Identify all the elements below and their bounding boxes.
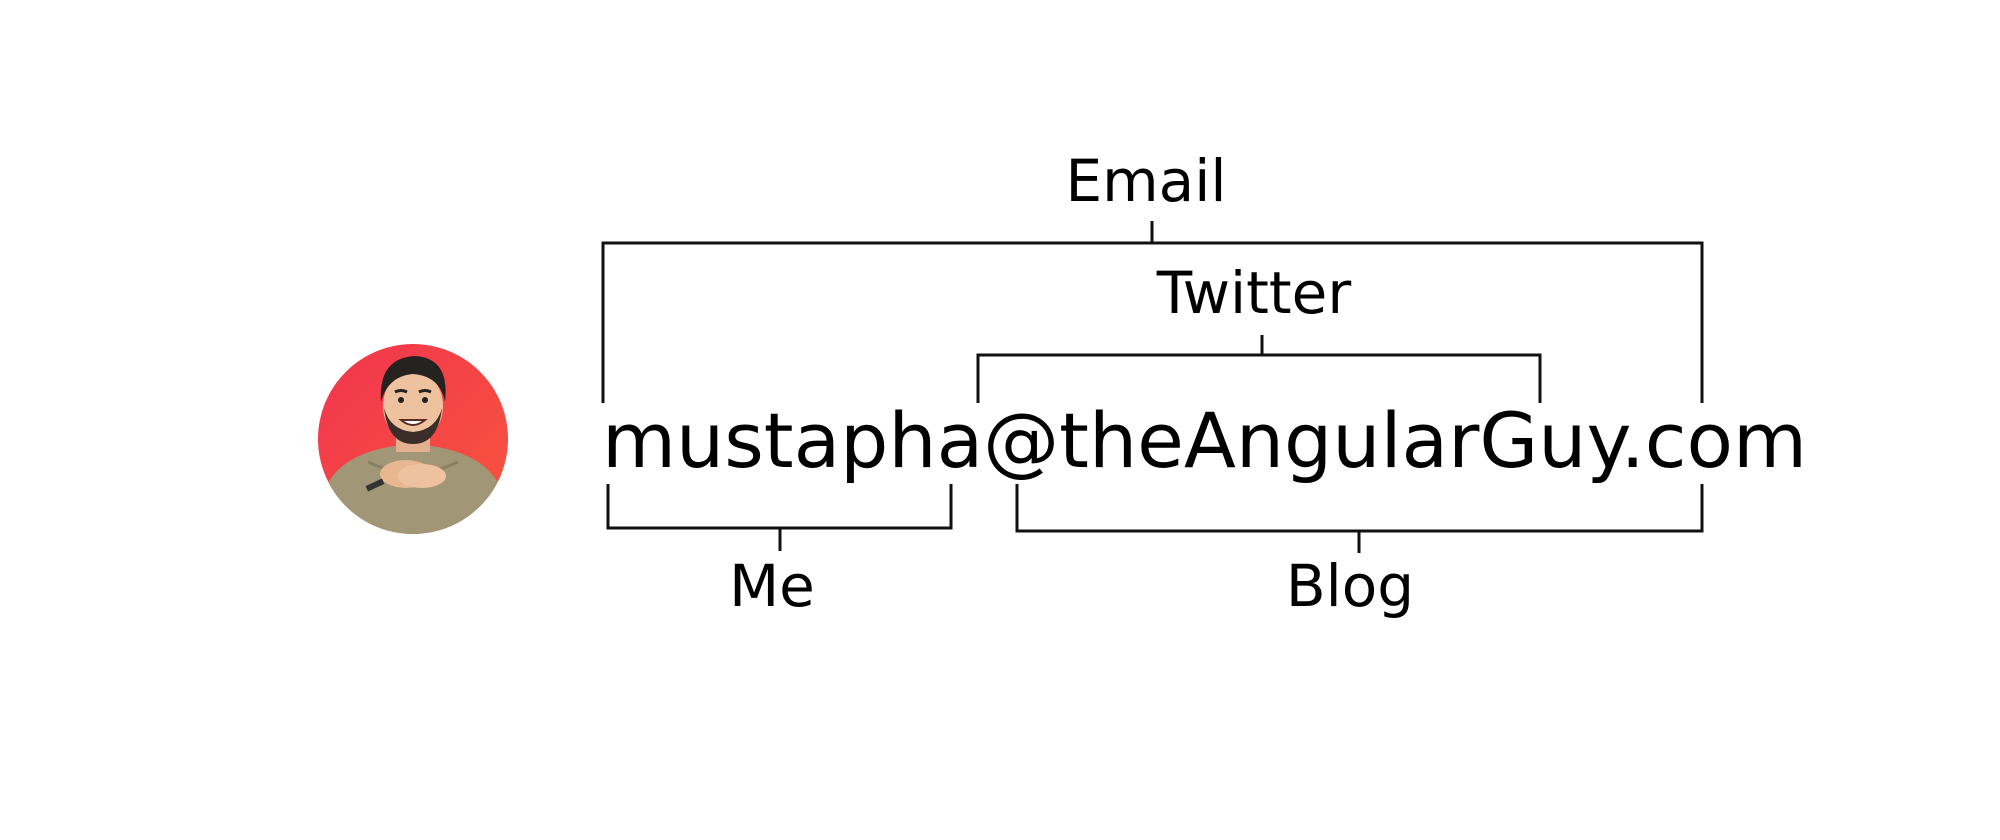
twitter-label: Twitter: [1156, 259, 1352, 327]
twitter-bracket: [976, 353, 1542, 403]
me-bracket: [606, 484, 953, 530]
me-label: Me: [729, 552, 815, 620]
blog-bracket: [1015, 484, 1704, 533]
email-label: Email: [1065, 147, 1227, 215]
person-avatar-icon: [318, 344, 508, 534]
email-address-text: mustapha@theAngularGuy.com: [602, 396, 1808, 485]
avatar: [318, 344, 508, 534]
blog-label: Blog: [1285, 552, 1415, 620]
